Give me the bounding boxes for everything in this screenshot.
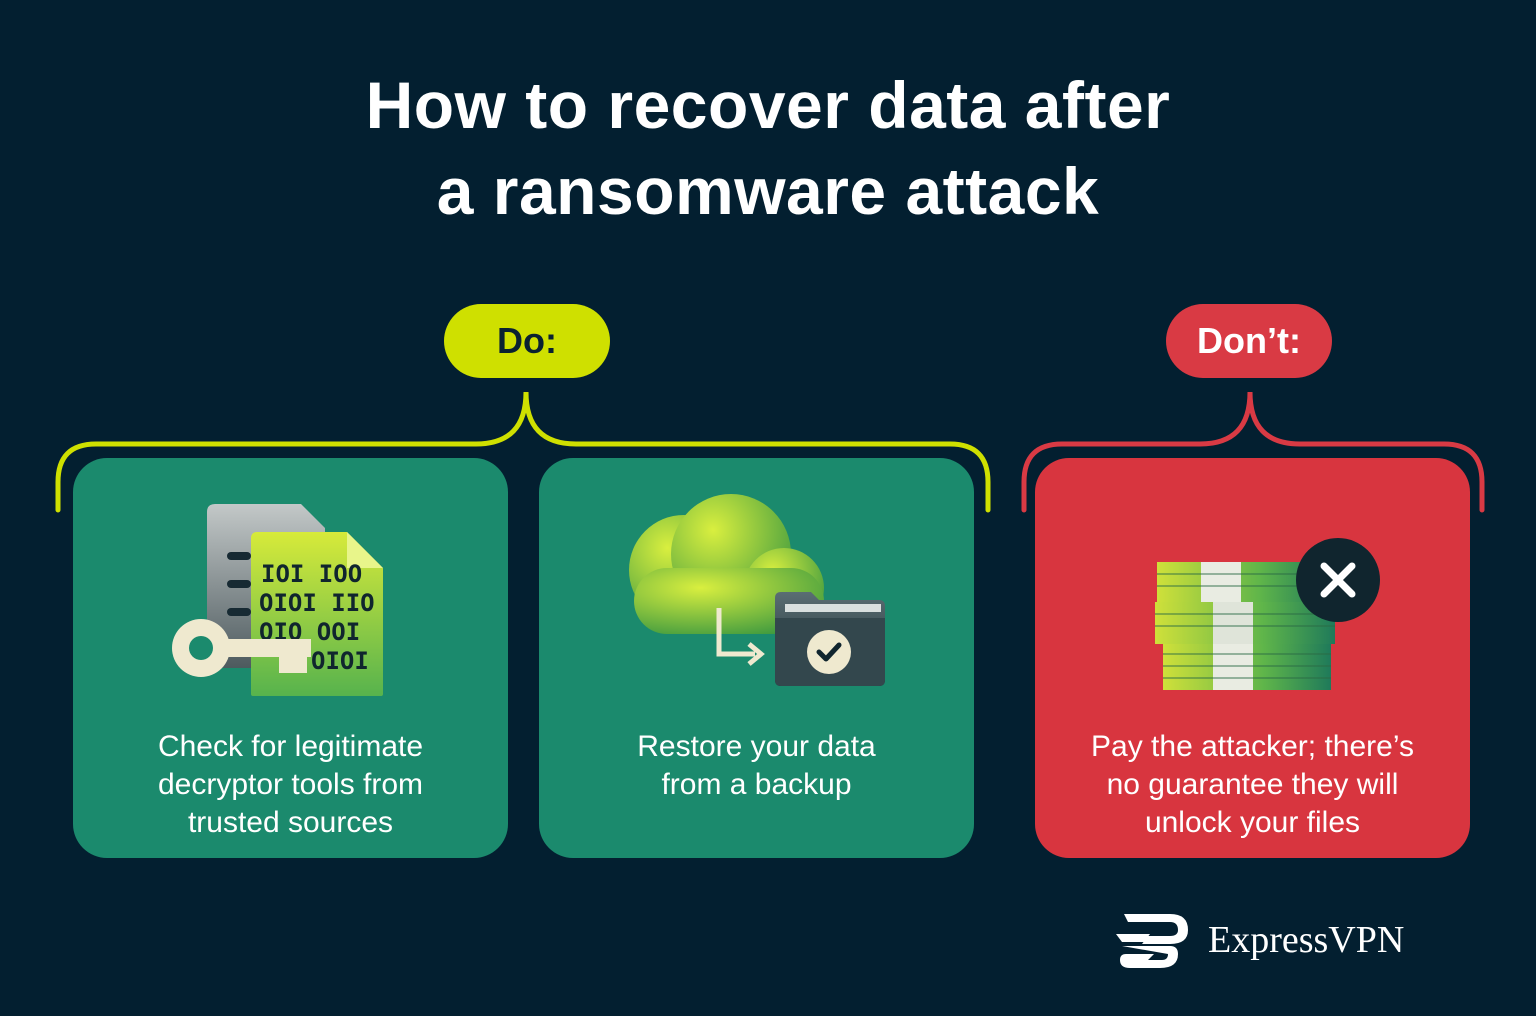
binary-row-1: IOI IOO [261,560,362,588]
card-1-line-1: Check for legitimate [157,730,424,763]
card-decryptor-text: Check for legitimate decryptor tools fro… [73,728,508,842]
binary-row-2: OIOI IIO [259,589,375,617]
do-label: Do: [444,304,610,378]
title-line-1: How to recover data after [365,68,1171,142]
card-2-line-2: from a backup [661,768,852,801]
arrow-down-right [716,608,755,657]
card-3-line-2: no guarantee they will [1106,768,1399,801]
doc-line-2 [227,580,251,588]
page-title: How to recover data after a ransomware a… [0,62,1536,234]
card-3-line-3: unlock your files [1144,806,1361,839]
brand-logo: ExpressVPN [1112,908,1442,972]
card-decryptor-tools: IOI IOO OIOI IIO OIO OOI OIOI Check for … [73,458,508,858]
binary-row-4: OIOI [311,647,369,675]
brand-name: ExpressVPN [1208,919,1405,961]
card-restore-backup: Restore your data from a backup [539,458,974,858]
cash-stack-cross-icon [1155,538,1380,690]
card-1-line-3: trusted sources [187,806,394,839]
check-icon [816,642,842,662]
card-dont-pay: Pay the attacker; there’s no guarantee t… [1035,458,1470,858]
close-icon [1320,562,1356,598]
card-2-line-1: Restore your data [637,730,876,763]
expressvpn-logo-icon [1116,914,1188,968]
card-dont-pay-text: Pay the attacker; there’s no guarantee t… [1035,728,1470,842]
doc-line-1 [227,552,251,560]
title-line-2: a ransomware attack [436,154,1100,228]
dont-label: Don’t: [1166,304,1332,378]
card-restore-text: Restore your data from a backup [539,728,974,804]
card-3-line-1: Pay the attacker; there’s [1091,730,1414,763]
check-circle [807,630,851,674]
doc-line-3 [227,608,251,616]
decryptor-key-file-icon: IOI IOO OIOI IIO OIO OOI OIOI [172,504,383,696]
cash-stack [1155,562,1335,690]
card-1-line-2: decryptor tools from [157,768,424,801]
cloud-backup-folder-icon [629,494,885,686]
cloud-shape [629,494,824,634]
